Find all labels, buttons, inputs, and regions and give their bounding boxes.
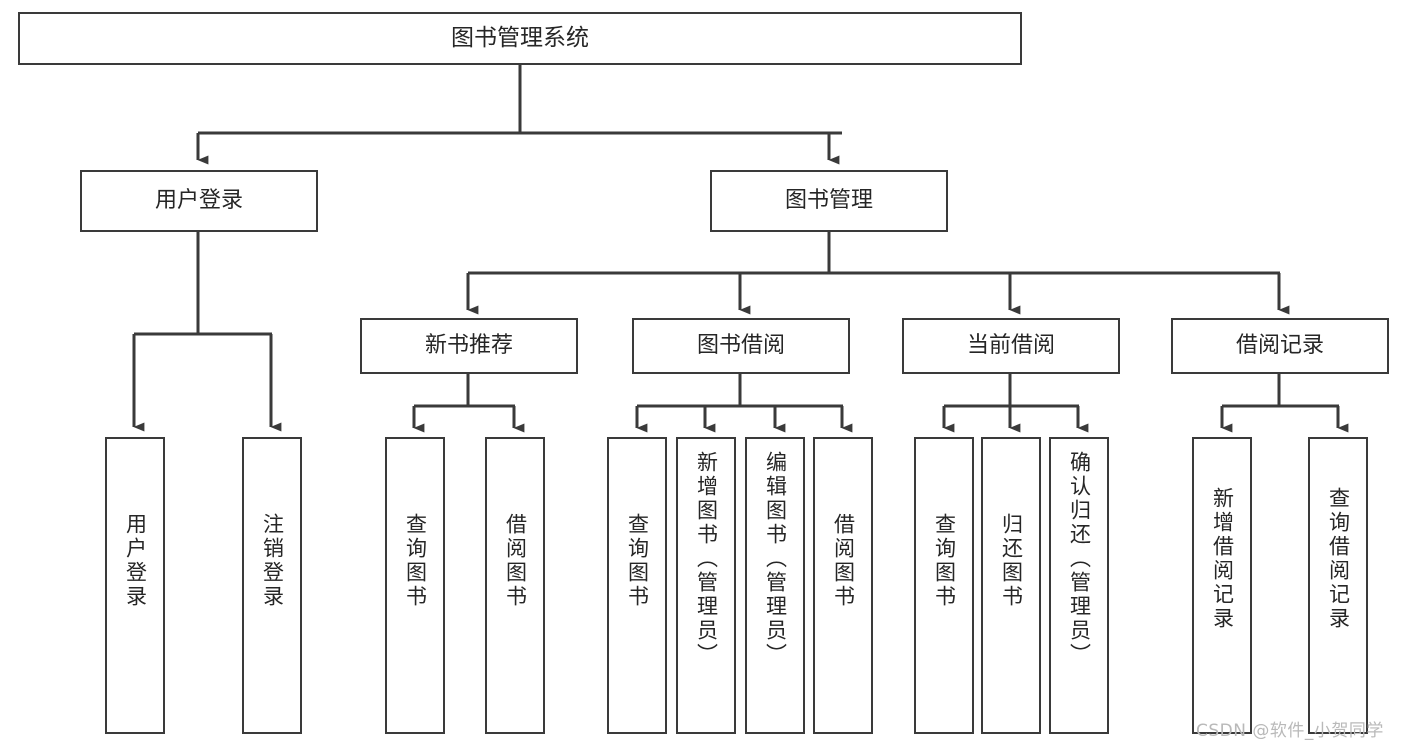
node-user-login[interactable]: 用户登录 xyxy=(80,170,318,232)
node-label: 图书管理系统 xyxy=(451,24,589,51)
node-label: 新书推荐 xyxy=(424,333,513,359)
node-current-borrow[interactable]: 当前借阅 xyxy=(902,318,1120,374)
node-label: 新增借阅记录 xyxy=(1210,487,1235,631)
leaf-book-borrow-query-books[interactable]: 查询图书 xyxy=(607,437,667,734)
node-new-book-recommend[interactable]: 新书推荐 xyxy=(360,318,578,374)
node-label: 注销登录 xyxy=(260,513,285,609)
node-label: 归还图书 xyxy=(999,513,1024,609)
node-label: 查询借阅记录 xyxy=(1326,487,1351,631)
node-label: 新增图书（管理员） xyxy=(694,451,719,667)
leaf-book-borrow-add-book-admin[interactable]: 新增图书（管理员） xyxy=(676,437,736,734)
leaf-new-book-query-books[interactable]: 查询图书 xyxy=(385,437,445,734)
node-label: 图书管理 xyxy=(784,188,873,214)
node-label: 编辑图书（管理员） xyxy=(763,451,788,667)
leaf-current-borrow-query-books[interactable]: 查询图书 xyxy=(914,437,974,734)
leaf-user-login-login[interactable]: 用户登录 xyxy=(105,437,165,734)
leaf-book-borrow-borrow-books[interactable]: 借阅图书 xyxy=(813,437,873,734)
csdn-watermark: CSDN @软件_小贺同学 xyxy=(1196,721,1384,741)
leaf-current-borrow-return-books[interactable]: 归还图书 xyxy=(981,437,1041,734)
node-label: 当前借阅 xyxy=(966,333,1055,359)
leaf-user-login-logout[interactable]: 注销登录 xyxy=(242,437,302,734)
leaf-current-borrow-confirm-return-admin[interactable]: 确认归还（管理员） xyxy=(1049,437,1109,734)
node-label: 图书借阅 xyxy=(696,333,785,359)
node-label: 用户登录 xyxy=(123,513,148,609)
node-borrow-record[interactable]: 借阅记录 xyxy=(1171,318,1389,374)
node-book-borrow[interactable]: 图书借阅 xyxy=(632,318,850,374)
node-label: 借阅图书 xyxy=(831,513,856,609)
leaf-borrow-record-query-record[interactable]: 查询借阅记录 xyxy=(1308,437,1368,734)
leaf-borrow-record-add-record[interactable]: 新增借阅记录 xyxy=(1192,437,1252,734)
node-label: 查询图书 xyxy=(625,513,650,609)
node-label: 确认归还（管理员） xyxy=(1067,451,1092,667)
node-root-system[interactable]: 图书管理系统 xyxy=(18,12,1022,65)
node-label: 查询图书 xyxy=(932,513,957,609)
node-label: 借阅图书 xyxy=(503,513,528,609)
node-label: 借阅记录 xyxy=(1235,333,1324,359)
leaf-book-borrow-edit-book-admin[interactable]: 编辑图书（管理员） xyxy=(745,437,805,734)
node-label: 用户登录 xyxy=(154,188,243,214)
node-label: 查询图书 xyxy=(403,513,428,609)
leaf-new-book-borrow-books[interactable]: 借阅图书 xyxy=(485,437,545,734)
node-book-management[interactable]: 图书管理 xyxy=(710,170,948,232)
